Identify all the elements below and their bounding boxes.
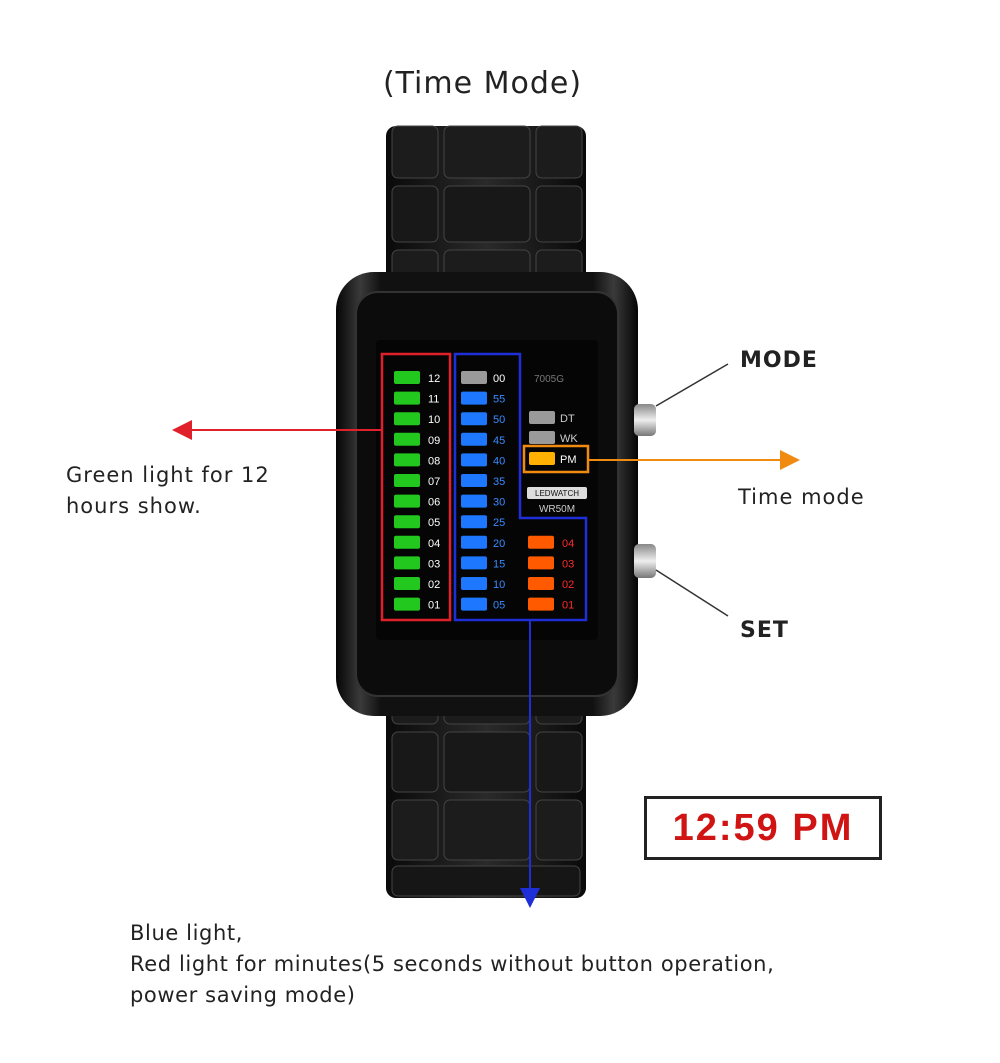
mode-leader-line: [655, 363, 729, 407]
water-resistance: WR50M: [539, 504, 575, 515]
minute-label: 10: [493, 579, 505, 591]
hour-frame: [380, 352, 452, 622]
hour-led: [394, 577, 420, 590]
brand-badge: [527, 487, 587, 499]
minute-label: 45: [493, 435, 505, 447]
diagram-title: (Time Mode): [382, 66, 583, 101]
hour-label: 09: [428, 435, 440, 447]
hour-label: 11: [428, 394, 439, 406]
set-leader-line: [655, 569, 729, 617]
hour-led: [394, 432, 420, 446]
hour-led: [394, 535, 420, 549]
minute-led: [461, 474, 487, 487]
status-led: [529, 411, 555, 424]
bottom-note-line: Blue light,: [130, 921, 243, 945]
extra-minute-led: [528, 577, 554, 590]
bottom-note-line: Red light for minutes(5 seconds without …: [130, 952, 775, 976]
status-label: PM: [560, 454, 577, 466]
hour-label: 10: [428, 414, 440, 426]
mode-button[interactable]: [634, 404, 656, 436]
extra-minute-led: [528, 597, 554, 611]
green-light-note: Green light for 12 hours show.: [66, 460, 270, 522]
status-label: DT: [560, 413, 575, 425]
hour-label: 06: [428, 497, 440, 509]
hour-led-column: 12 11 10 09 08 07 06 05 04 03 02 01: [394, 371, 440, 612]
hour-led: [394, 391, 420, 405]
minute-label: 35: [493, 476, 505, 488]
status-label: WK: [560, 433, 578, 445]
minute-led: [461, 453, 487, 467]
minute-label: 40: [493, 455, 505, 467]
minute-led: [461, 371, 487, 384]
hour-label: 12: [428, 373, 440, 385]
minute-label: 25: [493, 517, 505, 529]
minute-led: [461, 412, 487, 426]
extra-minute-led: [528, 535, 554, 549]
time-display: 12:59 PM: [672, 806, 854, 849]
minute-led: [461, 556, 487, 570]
bottom-note-line: power saving mode): [130, 983, 356, 1007]
hour-led: [394, 453, 420, 467]
green-note-line: hours show.: [66, 494, 202, 518]
mode-label: MODE: [740, 348, 818, 373]
minute-led-column: 00 55 50 45 40 35 30 25 20 15 10 05: [461, 371, 505, 612]
minute-label: 50: [493, 414, 505, 426]
hour-label: 04: [428, 538, 440, 550]
blue-red-light-note: Blue light, Red light for minutes(5 seco…: [130, 918, 774, 1011]
minute-led: [461, 577, 487, 590]
time-display-box: 12:59 PM: [644, 796, 882, 860]
green-note-line: Green light for 12: [66, 463, 270, 487]
minute-label: 55: [493, 394, 505, 406]
extra-minute-led: [528, 556, 554, 570]
hour-led: [394, 494, 420, 508]
status-indicators: DT WK PM: [529, 411, 578, 466]
minute-label: 20: [493, 538, 505, 550]
hour-led: [394, 412, 420, 426]
minute-label: 00: [493, 373, 505, 385]
status-led: [529, 452, 555, 465]
minute-led: [461, 597, 487, 611]
hour-label: 01: [428, 600, 440, 612]
minute-led: [461, 535, 487, 549]
set-label: SET: [740, 618, 789, 643]
extra-minute-led-column: 04 03 02 01: [528, 535, 574, 612]
hour-led: [394, 371, 420, 384]
minute-label: 30: [493, 497, 505, 509]
extra-minute-label: 01: [562, 600, 574, 612]
time-mode-label: Time mode: [738, 485, 865, 509]
model-number: 7005G: [534, 374, 564, 385]
extra-minute-label: 04: [562, 538, 574, 550]
minute-frame: [453, 352, 588, 622]
brand-text: LEDWATCH: [535, 489, 579, 498]
minute-led: [461, 432, 487, 446]
hour-label: 02: [428, 579, 440, 591]
status-led: [529, 431, 555, 444]
hour-led: [394, 515, 420, 529]
extra-minute-label: 02: [562, 579, 574, 591]
minute-led: [461, 391, 487, 405]
hour-label: 03: [428, 558, 440, 570]
minute-label: 05: [493, 600, 505, 612]
hour-label: 05: [428, 517, 440, 529]
hour-led: [394, 474, 420, 487]
minute-label: 15: [493, 558, 505, 570]
hour-led: [394, 556, 420, 570]
extra-minute-label: 03: [562, 558, 574, 570]
set-button[interactable]: [634, 544, 656, 578]
hour-label: 08: [428, 455, 440, 467]
minute-led: [461, 494, 487, 508]
minute-led: [461, 515, 487, 529]
hour-label: 07: [428, 476, 440, 488]
hour-led: [394, 597, 420, 611]
